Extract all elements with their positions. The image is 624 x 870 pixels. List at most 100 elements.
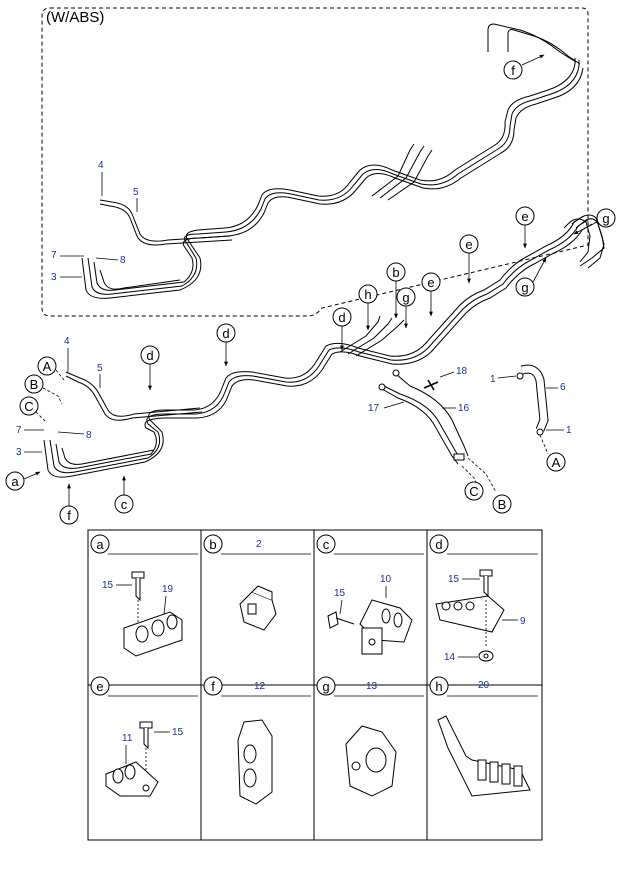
- part-number-16: 16: [458, 403, 470, 414]
- connector-callout-C-hose: C: [464, 481, 484, 501]
- clip-callout-e-2: e: [459, 234, 479, 284]
- screw-icon: [479, 569, 493, 598]
- clip-callout-e-3: e: [515, 206, 535, 249]
- part-number-4: 4: [64, 336, 70, 347]
- clip-10-icon: [359, 599, 413, 655]
- detail-cell-a: a 15 19: [90, 534, 183, 657]
- svg-text:b: b: [209, 537, 216, 552]
- clip-callout-g-right-upper: g: [573, 208, 616, 235]
- clip-12-icon: [237, 719, 273, 805]
- clip-callout-d-left: d: [140, 345, 160, 391]
- svg-text:d: d: [222, 326, 229, 341]
- part-number-8-abs: 8: [120, 255, 126, 266]
- svg-text:C: C: [469, 484, 478, 499]
- svg-text:e: e: [96, 679, 103, 694]
- abs-brake-pipe-bundle: [81, 23, 584, 299]
- svg-text:c: c: [121, 497, 128, 512]
- clip-20-icon: [437, 715, 531, 797]
- part-number-11: 11: [122, 733, 133, 744]
- part-number-19: 19: [162, 584, 174, 595]
- svg-text:f: f: [511, 63, 515, 78]
- detail-cell-g: g 13: [316, 676, 397, 797]
- svg-text:d: d: [435, 537, 442, 552]
- nut-icon: [478, 650, 494, 662]
- screw-icon: [131, 571, 145, 602]
- detail-cell-c: c 15 10: [316, 534, 413, 655]
- clip-19-icon: [123, 611, 183, 657]
- clip-2-icon: [239, 585, 277, 631]
- clip-callout-c: c: [114, 475, 134, 514]
- part-number-15-a: 15: [102, 580, 114, 591]
- clip-callout-d-center: d: [216, 323, 236, 367]
- svg-text:B: B: [30, 377, 39, 392]
- part-number-4-abs: 4: [98, 160, 104, 171]
- svg-text:g: g: [322, 679, 329, 694]
- svg-text:A: A: [552, 455, 561, 470]
- svg-text:e: e: [427, 275, 434, 290]
- part-number-18: 18: [456, 366, 468, 377]
- connector-callout-A-left: A: [37, 356, 65, 381]
- part-number-10: 10: [380, 574, 392, 585]
- bolt-icon: [327, 611, 355, 629]
- part-number-15-c: 15: [334, 588, 346, 599]
- clip-callout-e-1: e: [421, 272, 441, 317]
- part-number-7: 7: [16, 425, 22, 436]
- clip-callout-g-right-lower: g: [515, 257, 547, 297]
- clip-callout-b: b: [386, 262, 406, 319]
- svg-text:d: d: [146, 348, 153, 363]
- brake-hose-assembly: [378, 369, 497, 495]
- part-number-15-d: 15: [448, 574, 460, 585]
- part-number-7-abs: 7: [51, 250, 57, 261]
- part-number-20: 20: [478, 680, 490, 691]
- part-number-5-abs: 5: [133, 187, 139, 198]
- svg-text:g: g: [602, 211, 609, 226]
- svg-text:f: f: [67, 508, 71, 523]
- part-number-8: 8: [86, 430, 92, 441]
- connector-callout-C-left: C: [19, 396, 47, 423]
- svg-text:g: g: [521, 280, 528, 295]
- clip-callout-d-right: d: [332, 307, 352, 351]
- svg-text:g: g: [402, 290, 409, 305]
- detail-cell-h: h 20: [429, 676, 531, 797]
- detail-cell-f: f 12: [203, 676, 273, 805]
- svg-text:e: e: [465, 237, 472, 252]
- svg-text:A: A: [43, 359, 52, 374]
- connector-callout-B-hose: B: [492, 494, 512, 514]
- svg-text:B: B: [498, 497, 507, 512]
- svg-text:h: h: [435, 679, 442, 694]
- clip-callout-f-abs: f: [503, 54, 545, 80]
- svg-text:a: a: [96, 537, 104, 552]
- svg-text:b: b: [392, 265, 399, 280]
- detail-cell-e: e 15 11: [90, 676, 184, 797]
- part-number-1-upper: 1: [490, 374, 496, 385]
- clip-9-icon: [435, 595, 505, 633]
- part-number-6: 6: [560, 382, 566, 393]
- svg-text:h: h: [364, 287, 371, 302]
- svg-text:a: a: [11, 474, 19, 489]
- svg-text:f: f: [211, 679, 215, 694]
- part-number-3-abs: 3: [51, 272, 57, 283]
- clip-11-icon: [105, 761, 159, 797]
- svg-text:e: e: [521, 209, 528, 224]
- clip-13-icon: [345, 725, 397, 797]
- part-number-2: 2: [256, 539, 262, 550]
- part-number-12: 12: [254, 681, 266, 692]
- rear-brake-hose: [516, 364, 549, 455]
- clip-callout-g: g: [396, 287, 416, 329]
- connector-callout-B-left: B: [24, 374, 63, 405]
- svg-text:c: c: [323, 537, 330, 552]
- svg-text:C: C: [24, 399, 33, 414]
- clip-detail-grid: [87, 529, 543, 841]
- abs-section-label: (W/ABS): [46, 9, 104, 26]
- abs-section: (W/ABS) 4 5 7 8 3 f: [41, 7, 589, 317]
- detail-cell-d: d 15 9 14: [429, 534, 526, 663]
- part-number-17: 17: [368, 403, 380, 414]
- part-number-15-e: 15: [172, 727, 184, 738]
- clip-callout-f: f: [59, 483, 79, 525]
- connector-callout-A-hose: A: [546, 452, 566, 472]
- main-brake-pipe-bundle: [43, 214, 605, 478]
- part-number-9: 9: [520, 616, 526, 627]
- clip-callout-h: h: [358, 284, 378, 331]
- svg-text:d: d: [338, 310, 345, 325]
